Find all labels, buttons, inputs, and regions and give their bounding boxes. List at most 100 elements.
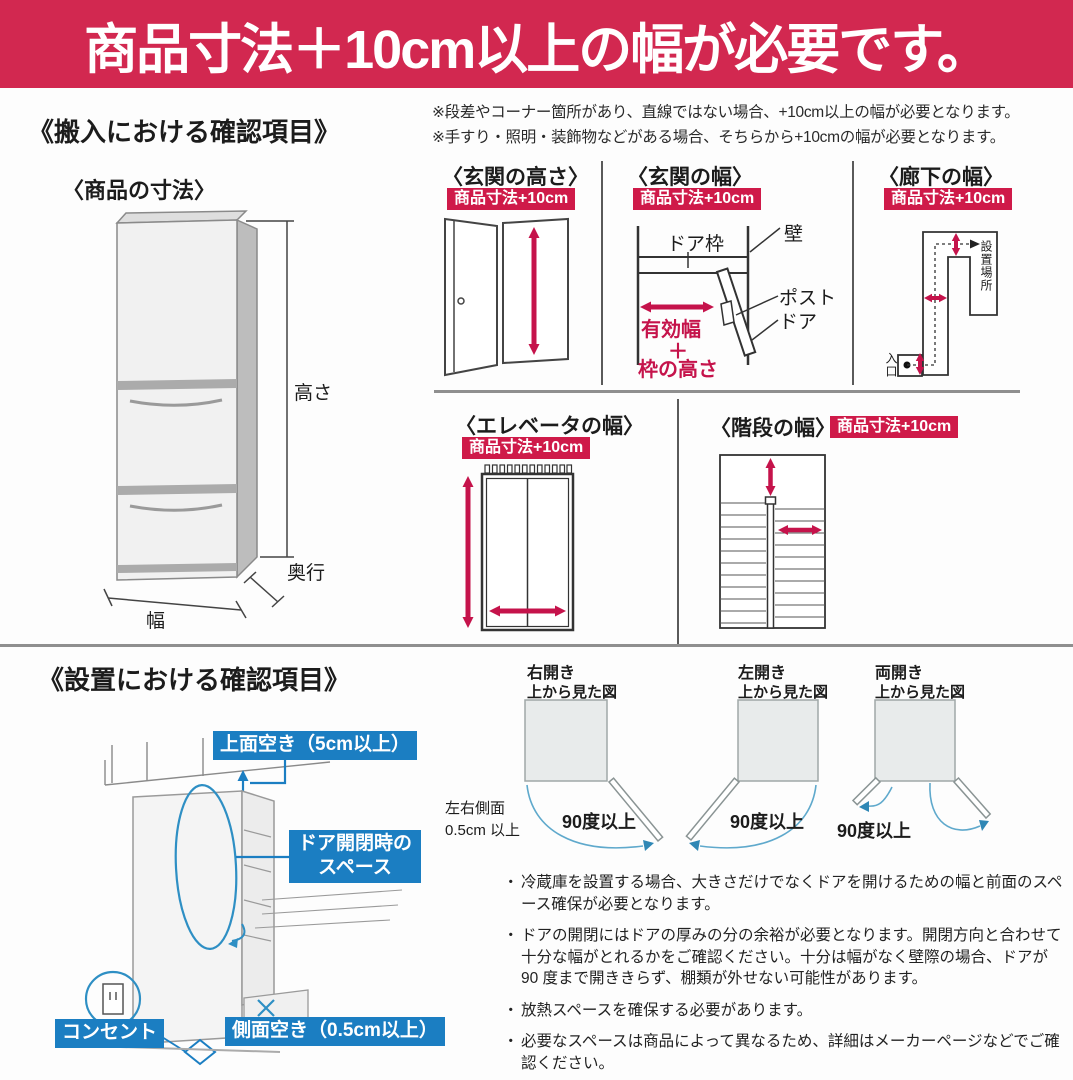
door-both-left <box>851 776 882 806</box>
entrance-height-diagram <box>444 217 569 377</box>
door-both-right <box>952 776 992 820</box>
elevator-hooks <box>484 464 573 474</box>
divider-mid <box>434 390 1020 393</box>
diagram2-angle: 90度以上 <box>730 812 805 832</box>
door-shelves <box>243 829 272 942</box>
label-frame-height: 枠の高さ <box>638 359 718 381</box>
diagram3-angle: 90度以上 <box>837 821 912 841</box>
arc-left-arrowhead <box>689 840 700 851</box>
divider-sections <box>0 644 1073 647</box>
width-dim-line <box>107 597 242 611</box>
outlet-label: コンセント <box>55 1019 165 1048</box>
depth-dim-line <box>249 576 279 603</box>
hall-arrow-entrance <box>915 353 925 375</box>
stairs-badge: 商品寸法+10cm <box>830 416 959 438</box>
list-item: ・ 放熱スペースを確保する必要があります。 <box>503 1000 1065 1022</box>
install-fridge-body <box>132 790 243 1045</box>
arc-both-right-arrowhead <box>979 820 989 831</box>
pointer-diamond <box>183 1038 217 1066</box>
effective-width-arrow <box>640 301 714 313</box>
elevator-width-arrow <box>489 605 566 617</box>
side-clearance-mark <box>257 999 275 1017</box>
hallway-title: 〈廊下の幅〉 <box>878 166 1004 189</box>
label-depth: 奥行 <box>287 563 326 584</box>
stairs-width-arrow <box>778 525 822 535</box>
route-arrowhead <box>970 239 980 249</box>
product-dims-title: 〈商品の寸法〉 <box>62 178 217 203</box>
label-entrance: 入口 <box>884 352 898 378</box>
hallway-diagram <box>897 231 998 377</box>
entrance-height-badge: 商品寸法+10cm <box>447 188 576 210</box>
door-space-highlight-circle <box>174 783 238 951</box>
stairs-title: 〈階段の幅〉 <box>710 417 836 440</box>
fridge-handle-1 <box>129 398 223 407</box>
elevator-diagram <box>462 464 575 632</box>
install-notes-list: ・ 冷蔵庫を設置する場合、大きさだけでなくドアを開けるための幅と前面のスペース確… <box>503 872 1065 1080</box>
door-knob <box>457 297 465 305</box>
hall-arrow-mid <box>924 293 947 303</box>
door-left-open <box>685 777 741 842</box>
arc-both-left-arrowhead <box>859 801 869 812</box>
bullet-icon: ・ <box>503 1033 519 1050</box>
bullet-text-4: 必要なスペースは商品によって異なるため、詳細はメーカーページなどでご確認ください… <box>521 1033 1060 1072</box>
mail-post <box>720 300 735 326</box>
title-banner: 商品寸法＋10cm以上の幅が必要です。 <box>0 0 1073 88</box>
install-fridge-open-door <box>241 789 275 1006</box>
top-clearance-connector <box>237 760 287 794</box>
stairs-diagram <box>719 454 826 629</box>
height-arrow <box>528 227 540 355</box>
arc-both-left <box>867 786 893 807</box>
note-line-2: ※手すり・照明・装飾物などがある場合、そちらから+10cmの幅が必要となります。 <box>432 129 1005 146</box>
list-item: ・ 必要なスペースは商品によって異なるため、詳細はメーカーページなどでご確認くだ… <box>503 1031 1065 1074</box>
label-effective-width: 有効幅 <box>641 319 701 341</box>
fridge-topview-left <box>737 699 819 782</box>
fridge-handle-2 <box>129 503 223 512</box>
door-space-label-line1: ドア開閉時の <box>297 833 412 854</box>
side-note-line1: 左右側面 <box>445 800 506 817</box>
door-right-open <box>607 777 664 843</box>
arc-right-arrowhead <box>643 840 654 851</box>
elevator-title: 〈エレベータの幅〉 <box>455 415 644 438</box>
label-post: ポスト <box>779 288 837 309</box>
bullet-text-2: ドアの開閉にはドアの厚みの分の余裕が必要となります。開閉方向と合わせて十分な幅が… <box>521 927 1062 987</box>
hallway-badge: 商品寸法+10cm <box>884 188 1013 210</box>
install-section-heading: 《設置における確認項目》 <box>38 665 351 695</box>
label-plus: ＋ <box>668 341 688 363</box>
label-height: 高さ <box>294 383 333 404</box>
entrance-width-diagram <box>636 226 781 365</box>
outlet <box>102 983 124 1015</box>
entrance-width-title: 〈玄関の幅〉 <box>627 166 753 189</box>
door-open-diagrams <box>524 699 992 851</box>
side-note: 左右側面 0.5cm 以上 <box>445 798 520 842</box>
right-flight-steps <box>775 508 825 618</box>
width-dim-tick-1 <box>103 588 113 607</box>
bullet-text-3: 放熱スペースを確保する必要があります。 <box>521 1001 813 1019</box>
list-item: ・ 冷蔵庫を設置する場合、大きさだけでなくドアを開けるための幅と前面のスペース確… <box>503 872 1065 915</box>
hall-arrow-top <box>951 233 961 256</box>
post-pointer <box>735 295 779 316</box>
door-pointer <box>751 319 779 341</box>
diagram1-subtitle: 上から見た図 <box>527 684 618 701</box>
product-fridge-illustration <box>103 210 294 619</box>
door-swing-arrowhead <box>228 938 238 948</box>
label-door: ドア <box>779 312 818 333</box>
list-item: ・ ドアの開閉にはドアの厚みの分の余裕が必要となります。開閉方向と合わせて十分な… <box>503 925 1065 990</box>
arc-both-right <box>929 782 981 831</box>
carry-section-heading: 《搬入における確認項目》 <box>28 117 341 147</box>
wall-pointer <box>749 227 781 253</box>
bullet-text-1: 冷蔵庫を設置する場合、大きさだけでなくドアを開けるための幅と前面のスペース確保が… <box>521 874 1063 913</box>
page-title: 商品寸法＋10cm以上の幅が必要です。 <box>84 19 991 80</box>
fridge-topview-both <box>874 699 956 782</box>
elevator-height-arrow <box>462 476 474 628</box>
label-door-frame: ドア枠 <box>667 234 725 255</box>
arc-left <box>699 784 817 849</box>
note-line-1: ※段差やコーナー箇所があり、直線ではない場合、+10cm以上の幅が必要となります… <box>432 104 1020 121</box>
bullet-icon: ・ <box>503 874 519 891</box>
left-flight-steps <box>720 502 766 624</box>
rail-cap <box>764 496 777 505</box>
elevator-badge: 商品寸法+10cm <box>462 437 591 459</box>
door-space-label-line2: スペース <box>318 857 392 878</box>
side-note-line2: 0.5cm 以上 <box>445 822 521 839</box>
diagram1-title: 右開き <box>527 665 576 682</box>
